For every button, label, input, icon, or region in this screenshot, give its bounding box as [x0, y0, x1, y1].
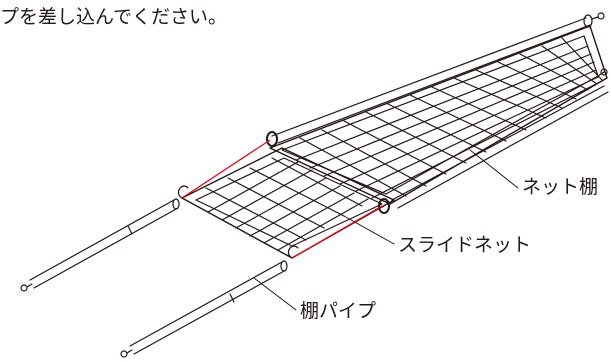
net-shelf-pipes [266, 12, 609, 214]
label-slide-net: スライドネット [398, 234, 532, 256]
label-net-shelf: ネット棚 [522, 176, 599, 198]
insertion-guide-lines [181, 139, 383, 259]
instruction-text: プを差し込んでください。 [0, 6, 228, 28]
label-shelf-pipe: 棚パイプ [300, 300, 377, 322]
net-shelf [269, 25, 608, 205]
shelf-pipes [20, 198, 288, 358]
slide-net [177, 147, 395, 259]
leader-lines [253, 149, 519, 311]
